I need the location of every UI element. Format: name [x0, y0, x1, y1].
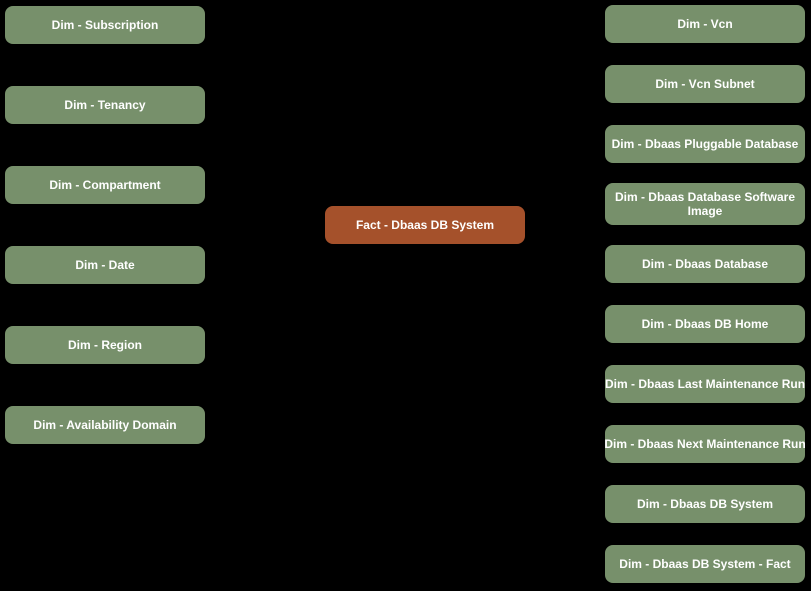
node-label: Dim - Dbaas Pluggable Database — [611, 137, 799, 151]
node-label: Dim - Date — [75, 258, 135, 272]
node-fact-dbaas-db-system[interactable]: Fact - Dbaas DB System — [325, 206, 525, 244]
node-dim-dbaas-db-system[interactable]: Dim - Dbaas DB System — [605, 485, 805, 523]
node-dim-dbaas-pluggable-database[interactable]: Dim - Dbaas Pluggable Database — [605, 125, 805, 163]
node-label: Dim - Vcn — [677, 17, 733, 31]
node-label: Dim - Subscription — [51, 18, 159, 32]
node-dim-vcn[interactable]: Dim - Vcn — [605, 5, 805, 43]
node-dim-tenancy[interactable]: Dim - Tenancy — [5, 86, 205, 124]
node-dim-dbaas-next-maintenance-run[interactable]: Dim - Dbaas Next Maintenance Run — [604, 425, 806, 463]
node-dim-dbaas-db-system-fact[interactable]: Dim - Dbaas DB System - Fact — [605, 545, 805, 583]
node-label: Dim - Dbaas Database — [641, 257, 769, 271]
node-label: Dim - Tenancy — [64, 98, 146, 112]
node-dim-availability-domain[interactable]: Dim - Availability Domain — [5, 406, 205, 444]
node-dim-subscription[interactable]: Dim - Subscription — [5, 6, 205, 44]
node-label: Dim - Dbaas DB Home — [641, 317, 769, 331]
node-label: Dim - Dbaas Next Maintenance Run — [604, 437, 806, 451]
node-label: Dim - Dbaas DB System — [636, 497, 774, 511]
node-label: Dim - Availability Domain — [33, 418, 177, 432]
node-dim-vcn-subnet[interactable]: Dim - Vcn Subnet — [605, 65, 805, 103]
node-dim-date[interactable]: Dim - Date — [5, 246, 205, 284]
node-dim-dbaas-last-maintenance-run[interactable]: Dim - Dbaas Last Maintenance Run — [605, 365, 805, 403]
node-label: Dim - Dbaas Database Software Image — [614, 190, 796, 218]
node-label: Dim - Region — [68, 338, 142, 352]
node-label: Dim - Compartment — [49, 178, 161, 192]
node-label: Fact - Dbaas DB System — [355, 218, 495, 232]
node-dim-dbaas-database[interactable]: Dim - Dbaas Database — [605, 245, 805, 283]
node-dim-dbaas-database-software-image[interactable]: Dim - Dbaas Database Software Image — [605, 183, 805, 225]
node-dim-dbaas-db-home[interactable]: Dim - Dbaas DB Home — [605, 305, 805, 343]
node-dim-compartment[interactable]: Dim - Compartment — [5, 166, 205, 204]
node-dim-region[interactable]: Dim - Region — [5, 326, 205, 364]
node-label: Dim - Dbaas Last Maintenance Run — [604, 377, 806, 391]
node-label: Dim - Dbaas DB System - Fact — [619, 557, 791, 571]
node-label: Dim - Vcn Subnet — [655, 77, 755, 91]
